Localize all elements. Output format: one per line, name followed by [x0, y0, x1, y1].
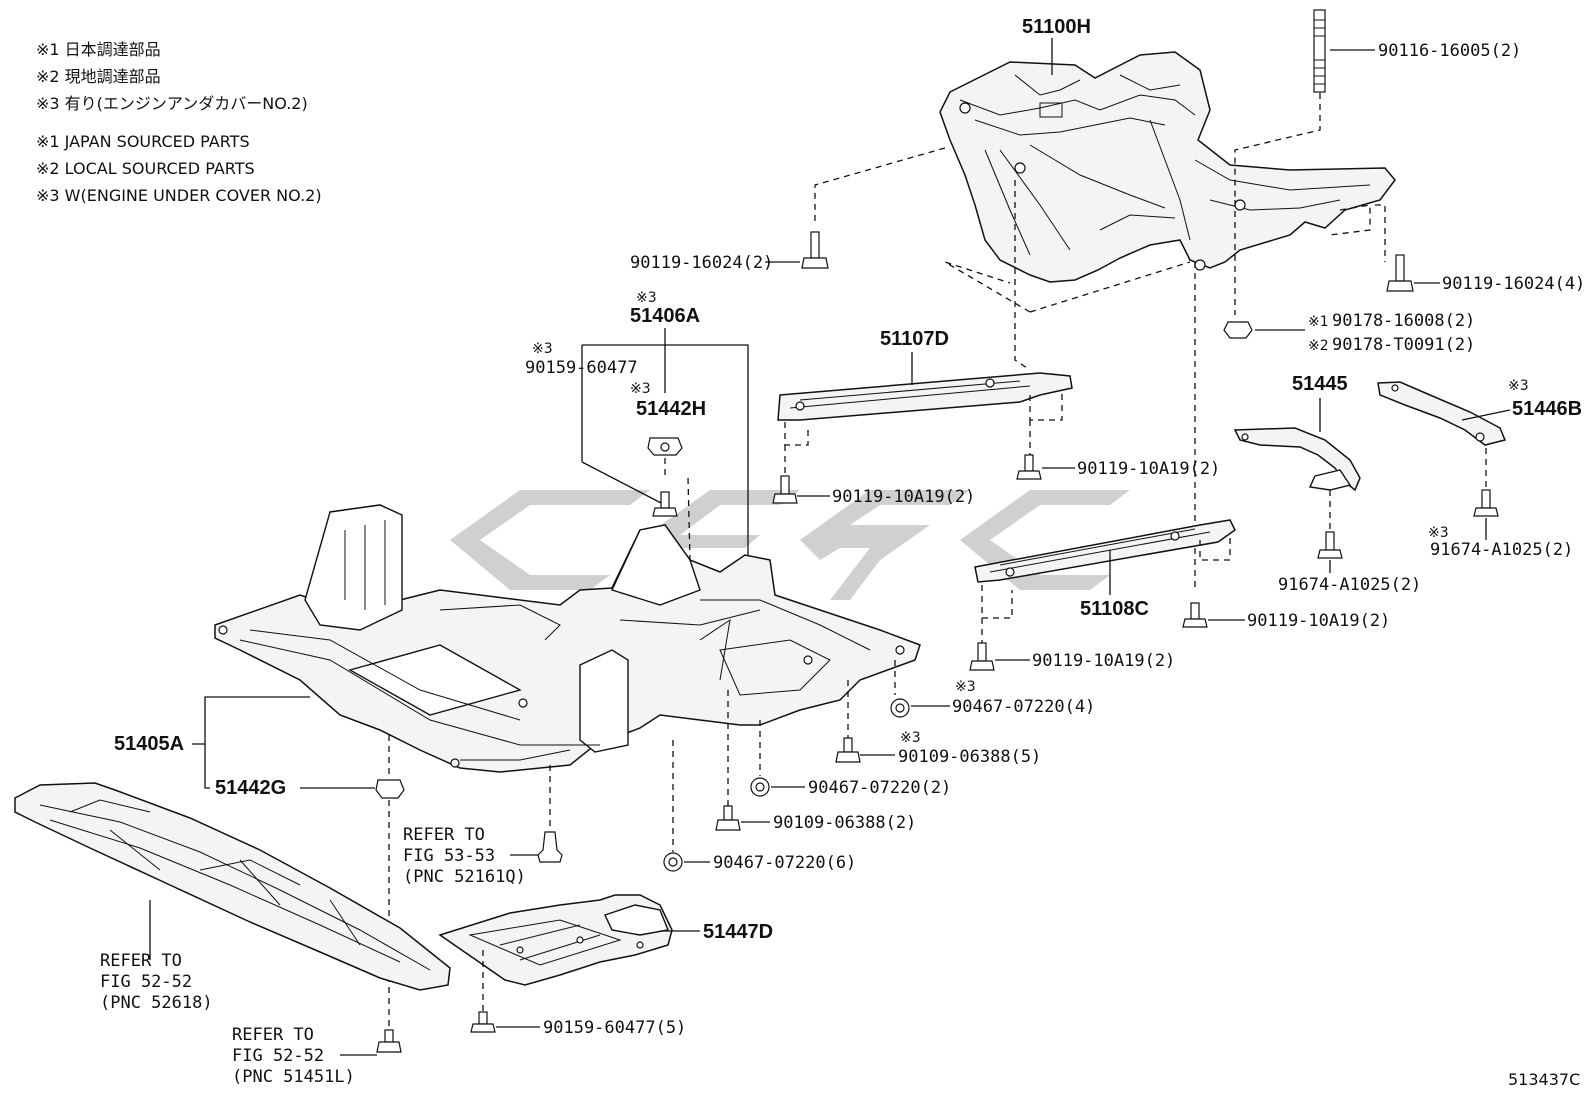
cover-51447d	[438, 894, 673, 986]
label-90119-10a19-b: 90119-10A19(2)	[1077, 459, 1220, 479]
pn-51100h: 51100H	[1022, 16, 1091, 38]
legend-ja-1: ※1 日本調達部品	[36, 40, 161, 59]
label-90119-10a19-d: 90119-10A19(2)	[1247, 611, 1390, 631]
legend-en-1: ※1 JAPAN SOURCED PARTS	[36, 132, 250, 151]
front-spoiler	[14, 782, 451, 991]
legend-en-2: ※2 LOCAL SOURCED PARTS	[36, 159, 255, 178]
clip-nut-51442g-icon	[375, 779, 405, 799]
pn-51406a: 51406A	[630, 305, 700, 327]
label-90119-16024-left: 90119-16024(2)	[630, 253, 773, 273]
bracket-51446b	[1377, 381, 1507, 446]
brace-51107d	[777, 372, 1073, 421]
label-90159-60477-top: 90159-60477	[525, 358, 638, 378]
engine-under-cover-51405a	[214, 504, 921, 773]
brace-51108c	[974, 519, 1236, 583]
bolt-icon	[652, 491, 678, 517]
legend: ※1 日本調達部品 ※2 現地調達部品 ※3 有り(エンジンアンダカバーNO.2…	[36, 40, 322, 205]
refer-52a-line2[interactable]: FIG 52-52	[100, 972, 192, 992]
refer-53-line1: REFER TO	[403, 825, 485, 845]
legend-en-3: ※3 W(ENGINE UNDER COVER NO.2)	[36, 186, 322, 205]
legend-ja-2: ※2 現地調達部品	[36, 67, 161, 86]
bolt-icon	[835, 737, 861, 763]
clip-nut-51442h-icon	[647, 437, 683, 456]
pn-51108c: 51108C	[1080, 598, 1149, 620]
label-90159-60477-5: 90159-60477(5)	[543, 1018, 686, 1038]
mark-51446b: ※3	[1508, 378, 1529, 394]
clip-icon	[537, 831, 563, 863]
bolt-icon	[1016, 454, 1042, 480]
label-90467-07220-2: 90467-07220(2)	[808, 778, 951, 798]
mark-91674-right: ※3	[1428, 525, 1449, 541]
crossmember-51100h	[939, 51, 1396, 283]
pn-51442h: 51442H	[636, 398, 706, 420]
label-90109-06388-2: 90109-06388(2)	[773, 813, 916, 833]
mark-90159-top: ※3	[532, 341, 553, 357]
label-90109-06388-5: 90109-06388(5)	[898, 747, 1041, 767]
nut-icon	[1223, 321, 1253, 339]
legend-ja-3: ※3 有り(エンジンアンダカバーNO.2)	[36, 94, 308, 113]
nut-icon	[663, 852, 683, 872]
bolt-icon	[772, 475, 798, 504]
mark-90178-16008: ※1	[1308, 314, 1329, 330]
label-91674-a1025-right: 91674-A1025(2)	[1430, 540, 1573, 560]
pn-51442g: 51442G	[215, 777, 286, 799]
label-90119-10a19-a: 90119-10A19(2)	[832, 487, 975, 507]
label-90178-16008: 90178-16008(2)	[1332, 311, 1475, 331]
refer-52a-line3: (PNC 52618)	[100, 993, 213, 1013]
bolt-icon	[969, 642, 995, 671]
bolt-icon	[715, 805, 741, 831]
mark-90109-5: ※3	[900, 730, 921, 746]
mark-51406a: ※3	[636, 290, 657, 306]
pn-51405a: 51405A	[114, 733, 184, 755]
label-90119-16024-right: 90119-16024(4)	[1442, 274, 1585, 294]
nut-icon	[890, 698, 910, 718]
pn-51446b: 51446B	[1512, 398, 1582, 420]
label-90116-16005: 90116-16005(2)	[1378, 41, 1521, 61]
bracket-51445	[1233, 427, 1361, 492]
figure-id: 513437C	[1508, 1070, 1580, 1089]
label-90467-07220-4: 90467-07220(4)	[952, 697, 1095, 717]
refer-52b-line1: REFER TO	[232, 1025, 314, 1045]
pn-51107d: 51107D	[880, 328, 949, 350]
clip-icon	[376, 1029, 402, 1053]
bolt-icon	[1386, 254, 1414, 292]
bolt-icon	[1473, 489, 1499, 517]
refer-53-line2[interactable]: FIG 53-53	[403, 846, 495, 866]
bolt-icon	[1317, 531, 1343, 559]
pn-51445: 51445	[1292, 373, 1348, 395]
nut-icon	[750, 777, 770, 797]
mark-90178-t0091: ※2	[1308, 338, 1329, 354]
refer-52b-line2[interactable]: FIG 52-52	[232, 1046, 324, 1066]
mark-51442h: ※3	[630, 381, 651, 397]
label-90178-t0091: 90178-T0091(2)	[1332, 335, 1475, 355]
label-90119-10a19-c: 90119-10A19(2)	[1032, 651, 1175, 671]
watermark-logo	[450, 490, 1130, 600]
refer-52a-line1: REFER TO	[100, 951, 182, 971]
mark-90467-4: ※3	[955, 679, 976, 695]
label-90467-07220-6: 90467-07220(6)	[713, 853, 856, 873]
bolt-icon	[470, 1011, 496, 1033]
bolt-icon	[801, 231, 829, 269]
bolt-icon	[1182, 602, 1208, 628]
refer-53-line3: (PNC 52161Q)	[403, 867, 526, 887]
refer-52b-line3: (PNC 51451L)	[232, 1067, 355, 1087]
pn-51447d: 51447D	[703, 921, 773, 943]
label-91674-a1025-mid: 91674-A1025(2)	[1278, 575, 1421, 595]
stud-bolt-icon	[1313, 9, 1326, 93]
